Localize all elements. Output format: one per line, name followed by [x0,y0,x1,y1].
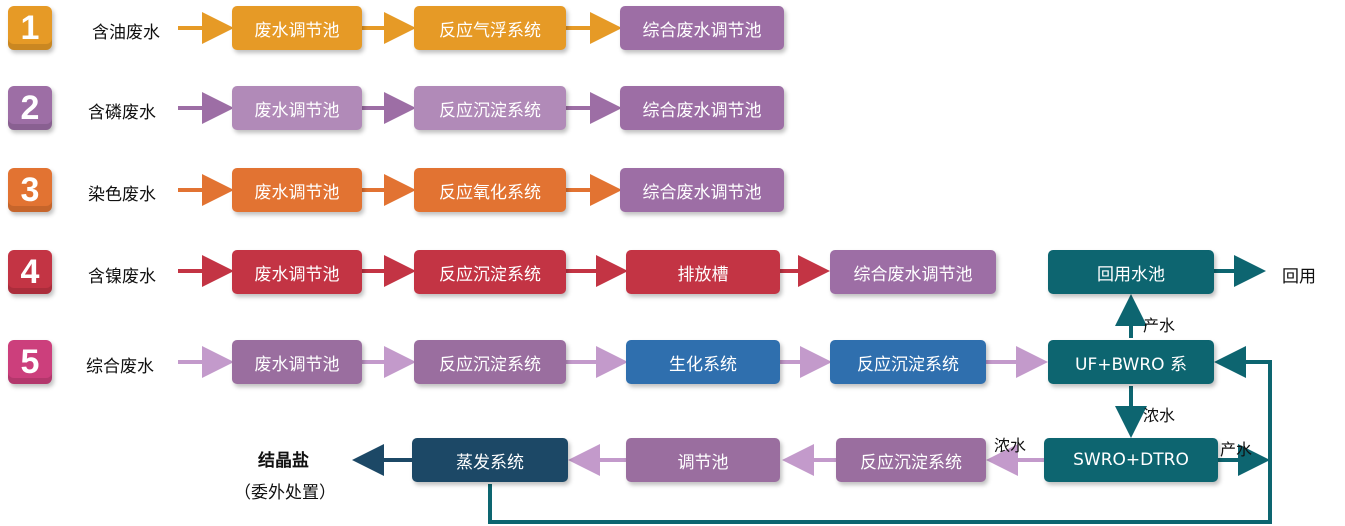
process-box: 反应沉淀系统 [414,340,566,384]
step-number-badge-4: 4 [8,250,52,294]
reuse-pool-box: 回用水池 [1048,250,1214,294]
step-number-badge-5: 5 [8,340,52,384]
process-box: 反应沉淀系统 [414,86,566,130]
process-box: 综合废水调节池 [830,250,996,294]
process-box: 废水调节池 [232,168,362,212]
process-box: 反应氧化系统 [414,168,566,212]
product-water-label: 产水 [1143,316,1176,335]
source-label-4: 含镍废水 [88,267,156,287]
crystal-salt-note: （委外处置） [234,483,336,503]
process-box: 综合废水调节池 [620,168,784,212]
swro-dtro-box: SWRO+DTRO [1044,438,1218,482]
source-label-3: 染色废水 [88,185,156,205]
process-box: 废水调节池 [232,340,362,384]
step-number-badge-2: 2 [8,86,52,130]
reuse-out-label: 回用 [1282,267,1316,287]
process-box: 反应沉淀系统 [830,340,986,384]
process-box: 综合废水调节池 [620,86,784,130]
process-box: 反应气浮系统 [414,6,566,50]
process-box: 废水调节池 [232,86,362,130]
uf-conc-label: 浓水 [1143,406,1176,425]
crystal-salt-label: 结晶盐 [258,451,309,471]
source-label-5: 综合废水 [86,357,154,377]
process-box: 反应沉淀系统 [414,250,566,294]
process-box: 调节池 [626,438,780,482]
process-box: 废水调节池 [232,6,362,50]
evaporation-box: 蒸发系统 [412,438,568,482]
process-box: 综合废水调节池 [620,6,784,50]
process-box: 反应沉淀系统 [836,438,986,482]
process-box: 生化系统 [626,340,780,384]
process-box: 排放槽 [626,250,780,294]
source-label-2: 含磷废水 [88,103,156,123]
swro-product-label: 产水 [1220,440,1253,459]
uf-bwro-box: UF+BWRO 系 [1048,340,1214,384]
swro-conc-label: 浓水 [994,436,1027,455]
process-box: 废水调节池 [232,250,362,294]
step-number-badge-1: 1 [8,6,52,50]
source-label-1: 含油废水 [92,23,160,43]
step-number-badge-3: 3 [8,168,52,212]
